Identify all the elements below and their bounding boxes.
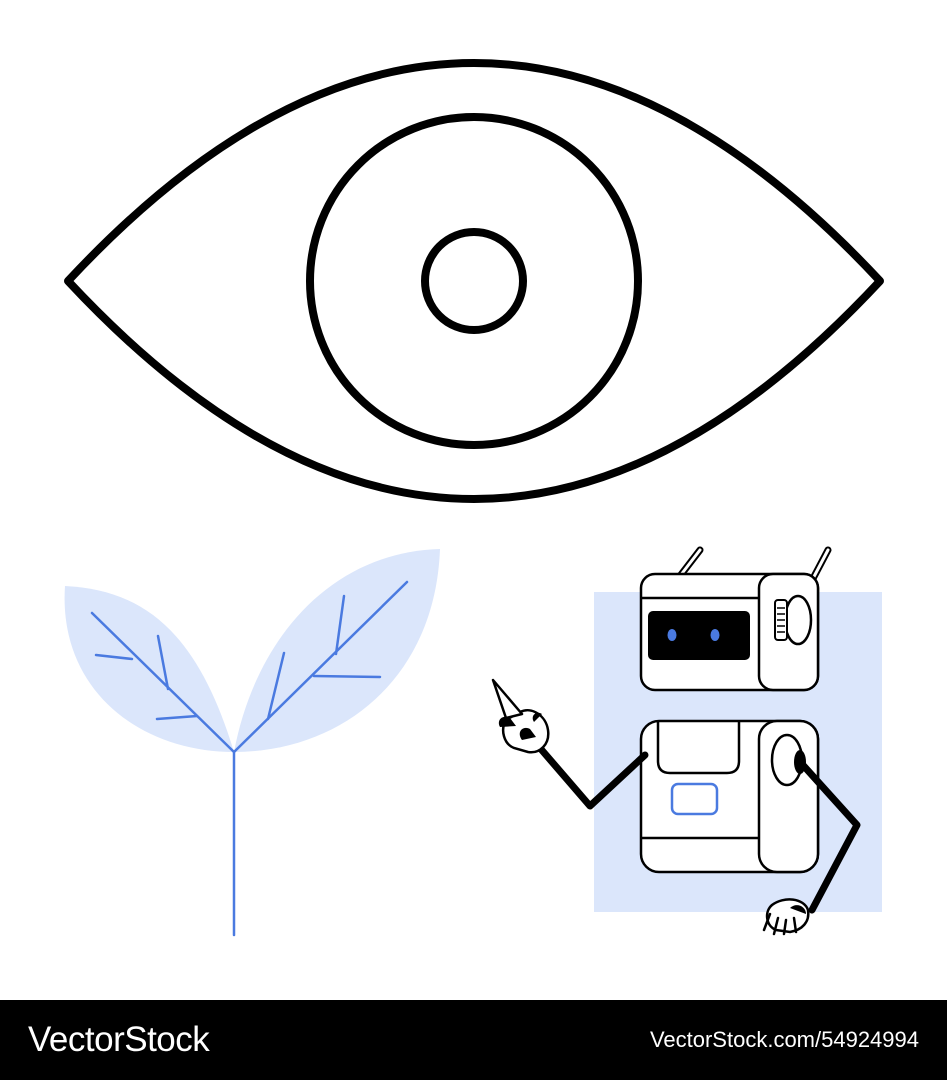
robot-icon [491,546,882,936]
robot-visor [648,611,750,660]
robot-arm-right [798,760,861,914]
watermark-footer: VectorStock VectorStock.com/54924994 [0,1000,947,1080]
robot-chest-panel [670,782,719,816]
eye-pupil [421,228,527,334]
sprout-icon [64,549,440,937]
robot-hand-pointing [491,678,550,754]
stock-image-id: VectorStock.com/54924994 [649,1027,919,1052]
vectorstock-logo: VectorStock [28,1020,210,1059]
robot-hand-down [762,898,810,936]
illustration-art [64,59,884,937]
eye-outline [64,59,884,503]
eye-icon [64,59,884,503]
eye-iris [306,113,642,449]
robot-eye-right [710,629,720,641]
robot-head-dial [783,594,813,646]
sprout-veins [90,580,409,937]
robot-arm-left [536,744,649,810]
robot-eye-left [667,629,677,641]
